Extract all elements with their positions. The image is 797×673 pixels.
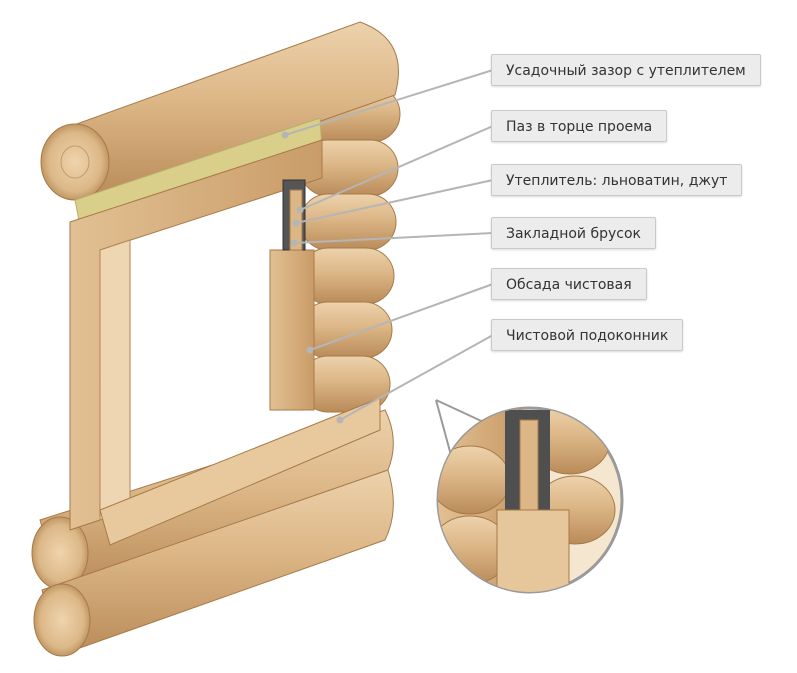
zoom-detail	[435, 399, 624, 594]
window-frame	[69, 139, 381, 546]
right-wall-logs	[299, 85, 401, 413]
top-log-end	[40, 123, 110, 201]
log-end-2	[33, 583, 91, 657]
finish-casing-side	[269, 249, 315, 411]
leader-dots	[281, 131, 344, 424]
label-shrinkage-gap: Усадочный зазор с утеплителем	[491, 54, 761, 86]
finish-sill	[99, 397, 381, 546]
leader-lines	[284, 69, 494, 421]
top-log	[40, 21, 399, 201]
label-groove: Паз в торце проема	[491, 110, 668, 142]
label-insulation: Утеплитель: льноватин, джут	[491, 164, 743, 196]
label-insert-bar: Закладной брусок	[491, 217, 657, 249]
label-finish-sill: Чистовой подоконник	[491, 319, 684, 351]
label-finish-casing: Обсада чистовая	[491, 268, 647, 300]
